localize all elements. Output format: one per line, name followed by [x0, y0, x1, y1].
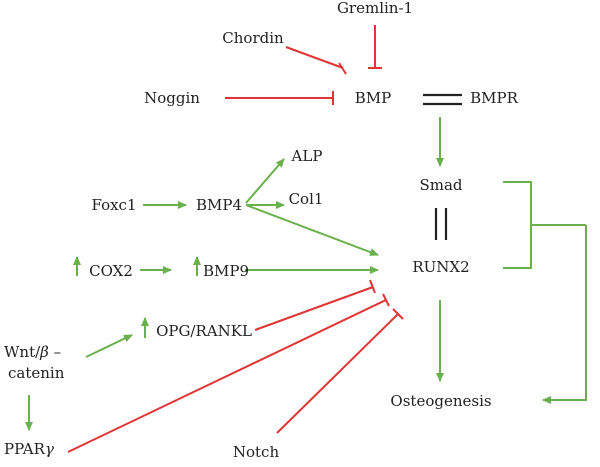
node-osteogenesis: Osteogenesis [390, 392, 491, 410]
wnt-beta-symbol: β [39, 343, 49, 361]
inhibition-edges [67, 25, 404, 453]
edge-chordin-bmp-bar [338, 62, 347, 75]
node-opg-rankl: OPG/RANKL [156, 322, 252, 340]
node-labels: Gremlin-1 Chordin Noggin BMP BMPR ALP Fo… [4, 0, 519, 461]
node-gremlin-1: Gremlin-1 [337, 0, 413, 17]
edge-chordin-inhibits-bmp [285, 46, 344, 69]
pparg-text: PPAR [4, 440, 46, 458]
node-bmpr: BMPR [470, 89, 518, 107]
node-wnt-beta-catenin-line2: catenin [8, 364, 65, 382]
node-bmp9: BMP9 [203, 262, 249, 280]
node-foxc1: Foxc1 [91, 196, 136, 214]
node-noggin: Noggin [144, 89, 200, 107]
edge-smad-runx2-bracket [503, 181, 532, 269]
node-alp: ALP [291, 147, 323, 165]
edge-notch-inhibits-runx2 [276, 313, 399, 434]
edge-opg-rankl-runx2-bar [369, 279, 376, 294]
node-wnt-beta-catenin-line1: Wnt/β – [4, 343, 61, 361]
pparg-gamma-symbol: γ [45, 440, 54, 458]
node-bmp: BMP [355, 89, 391, 107]
node-runx2: RUNX2 [412, 258, 469, 276]
edge-bmp4-activates-runx2 [245, 204, 379, 256]
node-bmp4: BMP4 [196, 196, 242, 214]
edge-pparg-inhibits-runx2 [67, 299, 387, 453]
edge-wnt-activates-opg-rankl [85, 334, 133, 358]
node-col1: Col1 [289, 190, 324, 208]
wnt-dash: – [49, 343, 61, 361]
node-cox2: COX2 [89, 262, 133, 280]
edge-opg-rankl-inhibits-runx2 [254, 286, 374, 331]
node-chordin: Chordin [222, 29, 284, 47]
edge-bmp4-activates-alp [245, 158, 285, 204]
node-smad: Smad [419, 176, 462, 194]
node-pparg: PPARγ [4, 440, 54, 458]
wnt-text: Wnt/ [4, 343, 41, 361]
edge-pparg-runx2-bar [382, 293, 390, 307]
node-notch: Notch [233, 443, 280, 461]
edge-bracket-activates-osteogenesis [542, 225, 587, 404]
activation-edges [25, 117, 587, 431]
edge-notch-runx2-bar [392, 308, 404, 320]
binding-edges [423, 93, 462, 240]
